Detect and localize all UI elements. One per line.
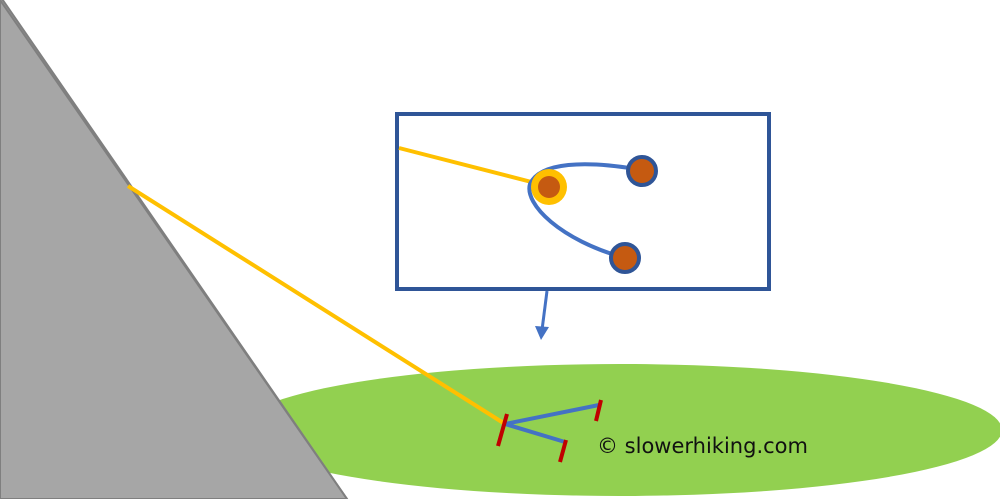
main-rope [126, 184, 507, 426]
inset-sling-loop [527, 162, 643, 260]
detail-arrow-shaft [540, 290, 549, 331]
anchor-stake-right-top [594, 399, 603, 422]
sling-leg-lower [504, 422, 566, 444]
inset-rope [398, 146, 548, 188]
rock-face-shape [0, 0, 349, 499]
ground-patch [238, 364, 1000, 496]
watermark-text: © slowerhiking.com [597, 434, 808, 458]
inset-anchor-ring-bottom [609, 242, 641, 274]
inset-frame [395, 112, 771, 291]
anchor-stake-left [496, 413, 509, 447]
anchor-stake-right-bottom [558, 439, 568, 463]
sling-leg-upper [504, 403, 600, 426]
inset-center-ring [538, 176, 560, 198]
detail-arrow-head [535, 326, 549, 340]
inset-anchor-ring-top [626, 155, 658, 187]
